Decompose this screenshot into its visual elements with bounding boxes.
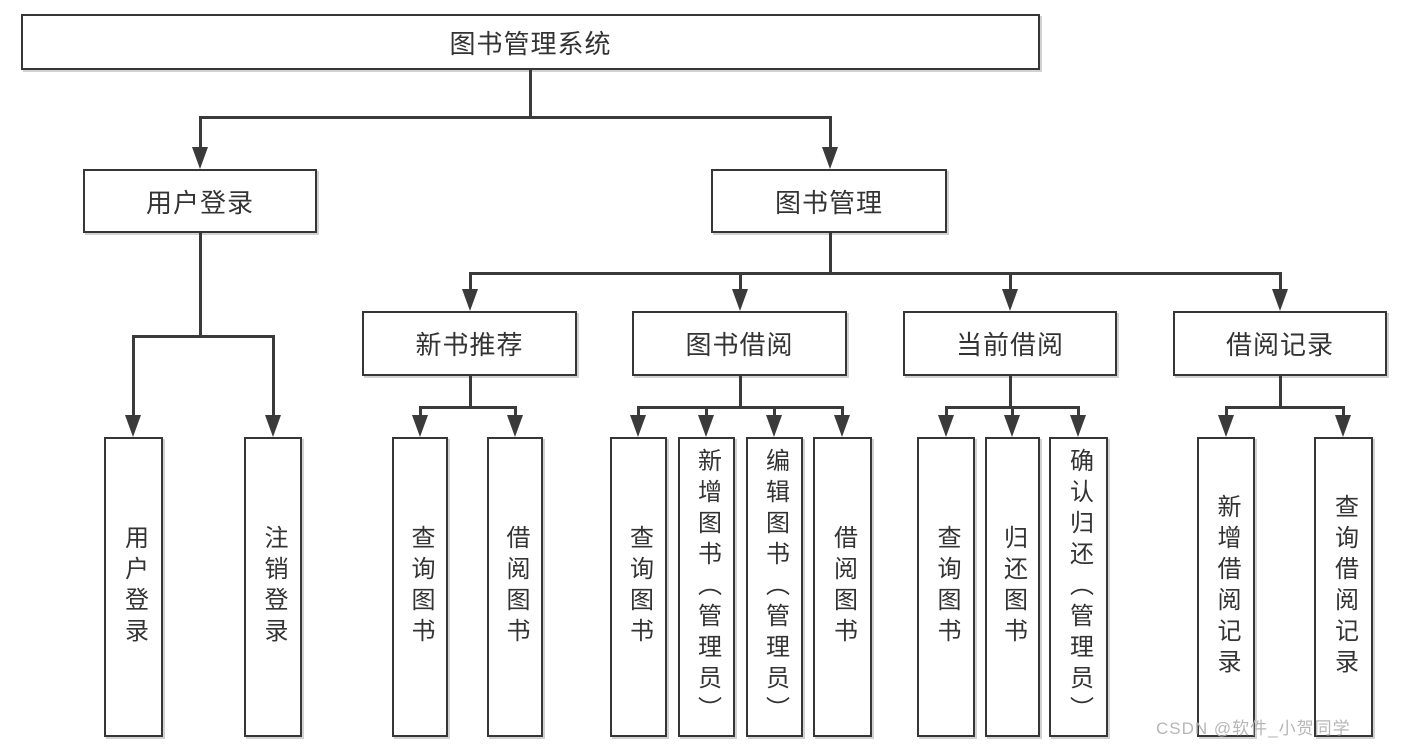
node-leaf-add-books-admin: 新增图书（管理员） bbox=[678, 437, 735, 737]
arrow-down-icon bbox=[732, 289, 748, 311]
node-leaf-user-login: 用户登录 bbox=[104, 437, 163, 737]
node-leaf-query-books-borrowing: 查询图书 bbox=[610, 437, 667, 737]
arrow-down-icon bbox=[1070, 415, 1086, 437]
arrow-down-icon bbox=[822, 147, 838, 169]
arrow-down-icon bbox=[1004, 415, 1020, 437]
tree-line bbox=[1342, 406, 1345, 418]
csdn-watermark: CSDN @软件_小贺同学 bbox=[1156, 719, 1351, 738]
arrow-down-icon bbox=[834, 415, 850, 437]
tree-line bbox=[132, 335, 135, 416]
tree-line bbox=[773, 406, 776, 418]
tree-line bbox=[514, 406, 517, 418]
node-leaf-borrow-books-recommend: 借阅图书 bbox=[487, 437, 543, 737]
tree-line bbox=[199, 116, 202, 149]
leaf-label: 借阅图书 bbox=[829, 525, 857, 649]
tree-line bbox=[1011, 406, 1014, 418]
arrow-down-icon bbox=[1272, 289, 1288, 311]
node-leaf-query-books-current: 查询图书 bbox=[917, 437, 975, 737]
leaf-label: 借阅图书 bbox=[502, 525, 529, 649]
tree-line bbox=[469, 376, 472, 407]
arrow-down-icon bbox=[698, 415, 714, 437]
tree-line bbox=[945, 406, 948, 418]
leaf-label: 确认归还（管理员） bbox=[1065, 447, 1093, 727]
node-leaf-confirm-return-admin: 确认归还（管理员） bbox=[1049, 437, 1108, 737]
tree-line bbox=[469, 272, 472, 292]
leaf-label: 编辑图书（管理员） bbox=[761, 447, 789, 727]
tree-line bbox=[469, 272, 1282, 275]
node-book-management: 图书管理 bbox=[711, 169, 947, 233]
arrow-down-icon bbox=[265, 415, 281, 437]
arrow-down-icon bbox=[507, 415, 523, 437]
tree-line bbox=[199, 233, 202, 336]
tree-line bbox=[419, 406, 517, 409]
node-current-borrowing: 当前借阅 bbox=[903, 311, 1117, 376]
tree-line bbox=[739, 272, 742, 292]
tree-line bbox=[829, 116, 832, 149]
leaf-label: 查询图书 bbox=[933, 525, 960, 649]
leaf-label: 归还图书 bbox=[999, 525, 1027, 649]
tree-line bbox=[1009, 376, 1012, 407]
leaf-label: 新增图书（管理员） bbox=[693, 447, 721, 727]
leaf-label: 新增借阅记录 bbox=[1213, 494, 1240, 680]
arrow-down-icon bbox=[125, 415, 141, 437]
leaf-label: 用户登录 bbox=[120, 525, 148, 649]
tree-line bbox=[419, 406, 422, 418]
tree-line bbox=[1225, 406, 1345, 409]
node-leaf-return-books: 归还图书 bbox=[985, 437, 1040, 737]
leaf-label: 查询借阅记录 bbox=[1330, 494, 1358, 680]
tree-line bbox=[1077, 406, 1080, 418]
arrow-down-icon bbox=[462, 289, 478, 311]
tree-line bbox=[637, 406, 640, 418]
node-leaf-query-borrow-record: 查询借阅记录 bbox=[1314, 437, 1373, 737]
tree-line bbox=[1279, 272, 1282, 292]
tree-line bbox=[199, 116, 831, 119]
arrow-down-icon bbox=[630, 415, 646, 437]
arrow-down-icon bbox=[1335, 415, 1351, 437]
tree-line bbox=[1279, 376, 1282, 407]
tree-line bbox=[705, 406, 708, 418]
tree-line bbox=[132, 335, 275, 338]
node-user-login: 用户登录 bbox=[83, 169, 317, 233]
arrow-down-icon bbox=[938, 415, 954, 437]
node-new-book-recommendation: 新书推荐 bbox=[362, 311, 577, 376]
tree-line bbox=[1225, 406, 1228, 418]
tree-line bbox=[1009, 272, 1012, 292]
tree-line bbox=[841, 406, 844, 418]
node-borrowing-records: 借阅记录 bbox=[1173, 311, 1387, 376]
arrow-down-icon bbox=[1218, 415, 1234, 437]
tree-line bbox=[529, 70, 532, 117]
leaf-label: 查询图书 bbox=[625, 525, 653, 649]
arrow-down-icon bbox=[412, 415, 428, 437]
tree-line bbox=[829, 233, 832, 274]
tree-line bbox=[739, 376, 742, 407]
tree-line bbox=[272, 335, 275, 416]
tree-line bbox=[637, 406, 844, 409]
node-leaf-borrow-books-borrowing: 借阅图书 bbox=[813, 437, 872, 737]
leaf-label: 查询图书 bbox=[407, 525, 434, 649]
node-leaf-edit-books-admin: 编辑图书（管理员） bbox=[746, 437, 803, 737]
arrow-down-icon bbox=[1002, 289, 1018, 311]
arrow-down-icon bbox=[192, 147, 208, 169]
node-leaf-query-books-recommend: 查询图书 bbox=[392, 437, 448, 737]
arrow-down-icon bbox=[766, 415, 782, 437]
leaf-label: 注销登录 bbox=[260, 525, 287, 649]
node-library-management-system: 图书管理系统 bbox=[21, 14, 1040, 70]
node-leaf-add-borrow-record: 新增借阅记录 bbox=[1197, 437, 1255, 737]
node-leaf-logout: 注销登录 bbox=[244, 437, 302, 737]
node-book-borrowing: 图书借阅 bbox=[632, 311, 847, 376]
